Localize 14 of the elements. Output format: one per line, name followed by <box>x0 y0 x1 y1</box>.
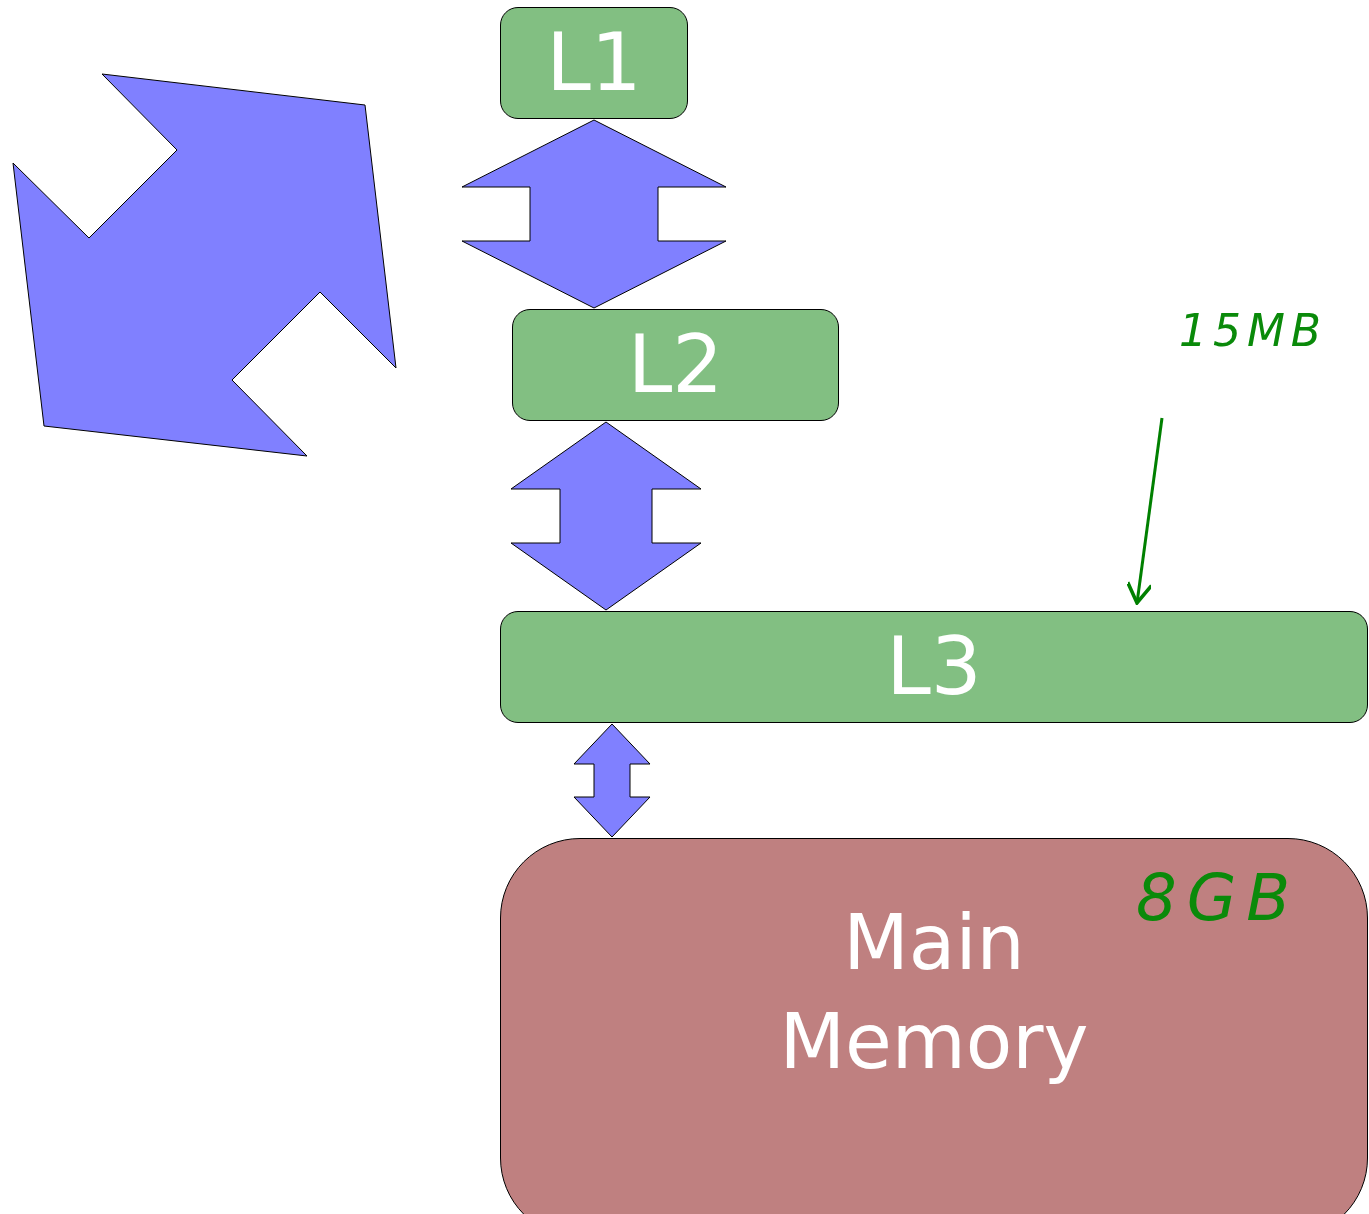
cache-box <box>512 309 839 421</box>
node-label: L2 <box>627 317 724 413</box>
double-block-arrow <box>510 421 702 611</box>
handwritten-note: 15MB <box>1158 300 1348 360</box>
double-block-arrow <box>573 723 651 838</box>
cache-box <box>500 611 1368 723</box>
arrow <box>1125 417 1164 605</box>
double-block-arrow <box>461 119 727 309</box>
node-label: L3 <box>886 619 982 715</box>
cache-box <box>500 7 688 119</box>
node-label: Main Memory <box>778 897 1090 1088</box>
memory-box <box>500 838 1368 1214</box>
node-label: L1 <box>546 15 642 111</box>
handwritten-note: 8GB <box>1136 861 1301 935</box>
